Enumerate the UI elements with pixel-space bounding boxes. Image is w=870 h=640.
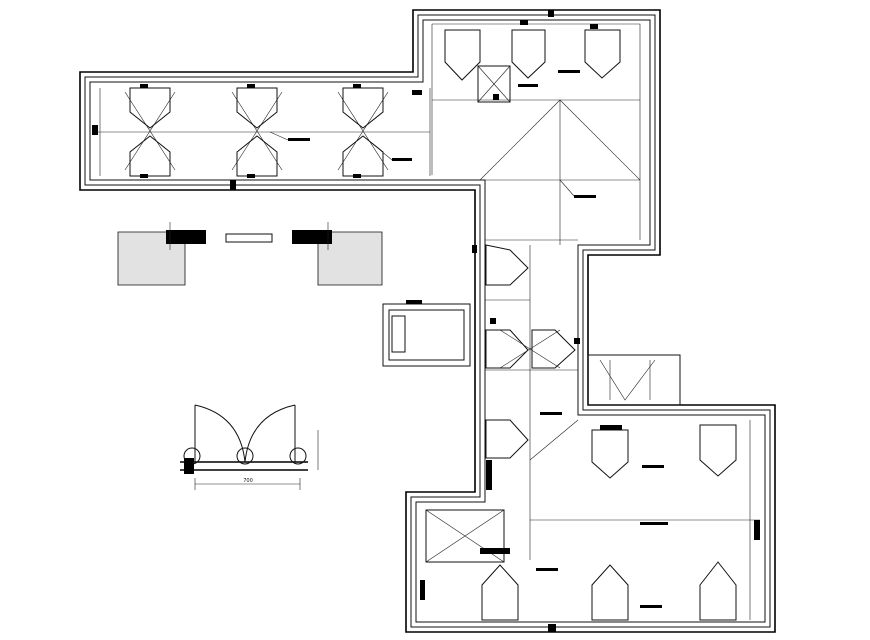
stair-corner xyxy=(587,354,681,406)
wall-section-detail xyxy=(117,222,383,286)
outer-wall-outline xyxy=(79,9,776,633)
central-corridor-roof xyxy=(382,239,580,560)
southeast-wing-roof xyxy=(420,419,760,632)
west-wing-roof xyxy=(92,84,431,190)
door-detail: 700 xyxy=(180,404,319,490)
door-dimension-label: 700 xyxy=(243,478,253,484)
north-wing-roof xyxy=(431,10,641,245)
